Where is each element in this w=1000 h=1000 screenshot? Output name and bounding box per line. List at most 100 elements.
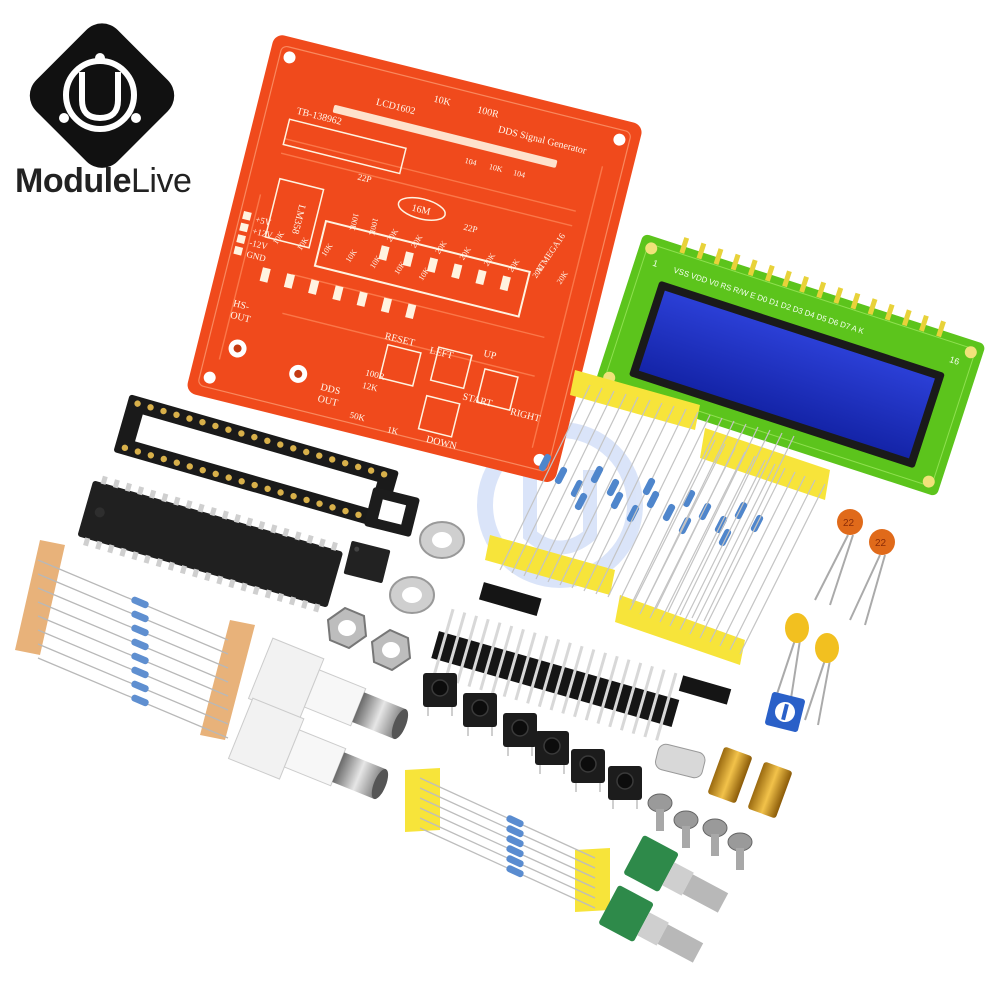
resistor-lead — [619, 414, 711, 601]
pcb-label-100k-b: 100K — [367, 217, 380, 237]
pcb-label-100k-a: 100K — [348, 212, 361, 232]
header-pin — [549, 642, 572, 711]
screw-thread — [736, 848, 744, 870]
socket-pin — [212, 470, 219, 478]
pcb-label-100r-top: 100R — [476, 105, 500, 121]
chip-pin — [330, 541, 338, 551]
header-pin — [655, 672, 678, 741]
header-pin — [643, 669, 666, 738]
resistor-lead — [679, 459, 766, 631]
lcd-pin-1: 1 — [651, 258, 659, 269]
ceramic-capacitor-1: 22 — [814, 509, 863, 606]
resistor-lead — [679, 429, 771, 616]
resistor-body — [682, 489, 696, 508]
yellow-capacitor-1 — [774, 613, 809, 706]
lcd-header-pin — [696, 242, 707, 260]
socket-pin — [341, 459, 349, 467]
resistor-lead — [703, 435, 795, 622]
socket-pin — [264, 485, 271, 492]
resistor-body — [570, 479, 584, 498]
tactile-button-cap — [616, 772, 634, 790]
pcb-board: 10K 100R LCD1602 DDS Signal Generator TB… — [187, 35, 642, 482]
pcb-label-hs: HS- — [232, 298, 250, 313]
screw-thread — [656, 809, 664, 831]
socket-pin — [238, 478, 245, 485]
washer-1 — [419, 521, 465, 559]
socket-pin — [367, 467, 375, 474]
resistor-body — [131, 666, 149, 679]
chip-pin — [124, 482, 132, 492]
socket-pin — [173, 411, 180, 418]
brand-name: ModuleLive — [15, 162, 192, 201]
header-pin — [467, 618, 490, 687]
pcb-label-12k: 12K — [361, 380, 379, 394]
screws — [647, 793, 753, 870]
atmega16-chip — [78, 475, 343, 613]
chip-pin — [204, 572, 212, 582]
lcd-header-pin — [816, 281, 827, 299]
crystal-oscillator — [655, 743, 706, 779]
socket-pin — [264, 437, 271, 445]
resistor-body — [131, 680, 149, 693]
pcb-label-22p-a: 22P — [357, 172, 373, 185]
socket-pin — [225, 426, 232, 433]
socket-pin — [212, 422, 219, 430]
resistor-lead — [659, 451, 746, 623]
resistor-body — [506, 835, 524, 848]
chip-pin — [264, 589, 272, 599]
pcb-label-gnd: GND — [246, 249, 268, 264]
chip-pin — [119, 547, 127, 557]
lcd1602-module: VSS VDD V0 RS R/W E D0 D1 D2 D3 D4 D5 D6… — [595, 234, 985, 496]
resistor-body — [698, 502, 712, 521]
capacitor-label-2: 22 — [875, 538, 887, 549]
pcb-label-dds-out: OUT — [316, 394, 339, 410]
resistor-strip-bottom — [405, 768, 610, 912]
lcd-pin-16: 16 — [948, 354, 961, 367]
resistor-body — [131, 652, 149, 665]
resistor-body — [131, 694, 149, 707]
resistor-lead — [639, 443, 726, 615]
chip-pin — [276, 592, 284, 602]
chip-pin — [149, 489, 157, 499]
header-pin — [444, 612, 467, 681]
resistor-lead — [739, 483, 826, 655]
lcd-header-pin — [799, 276, 809, 293]
resistor-body — [506, 845, 524, 858]
pin-header-long — [431, 608, 680, 741]
resistor-body — [590, 465, 604, 484]
lcd-header-pin — [747, 259, 758, 277]
resistor-body — [606, 478, 620, 497]
pcb-label-crystal: 16M — [410, 203, 431, 218]
bnc-connector-2 — [227, 697, 389, 800]
resistor-body — [554, 466, 568, 485]
pcb-label-50k: 50K — [349, 410, 367, 424]
chip-pin — [228, 579, 236, 589]
resistor-strip-left — [15, 540, 255, 740]
pcb-label-dds: DDS — [319, 382, 341, 398]
lcd-header-pin — [833, 287, 844, 304]
brass-standoff-2 — [748, 762, 792, 818]
resistor-lead — [699, 467, 786, 639]
resistor-body — [642, 477, 656, 496]
lcd-screen — [638, 290, 935, 459]
pcb-label-up: UP — [482, 348, 497, 362]
chip-pin — [192, 568, 200, 578]
chip-pin — [107, 544, 115, 554]
resistor-body — [131, 624, 149, 637]
brass-standoff-1 — [708, 747, 752, 803]
trimmer-potentiometer — [765, 692, 805, 732]
resistor-body — [506, 855, 524, 868]
socket-pin — [160, 455, 168, 463]
yellow-capacitor-2 — [804, 633, 839, 726]
header-pin — [573, 649, 596, 718]
header-pin — [502, 628, 525, 698]
socket-pin — [134, 448, 142, 455]
tactile-button-cap — [511, 719, 529, 737]
socket-pin — [316, 500, 323, 507]
lcd-header-pin — [919, 314, 929, 332]
socket-pin — [173, 459, 180, 466]
chip-pin — [100, 475, 108, 485]
socket-pin — [186, 463, 193, 470]
tactile-buttons — [423, 673, 642, 809]
